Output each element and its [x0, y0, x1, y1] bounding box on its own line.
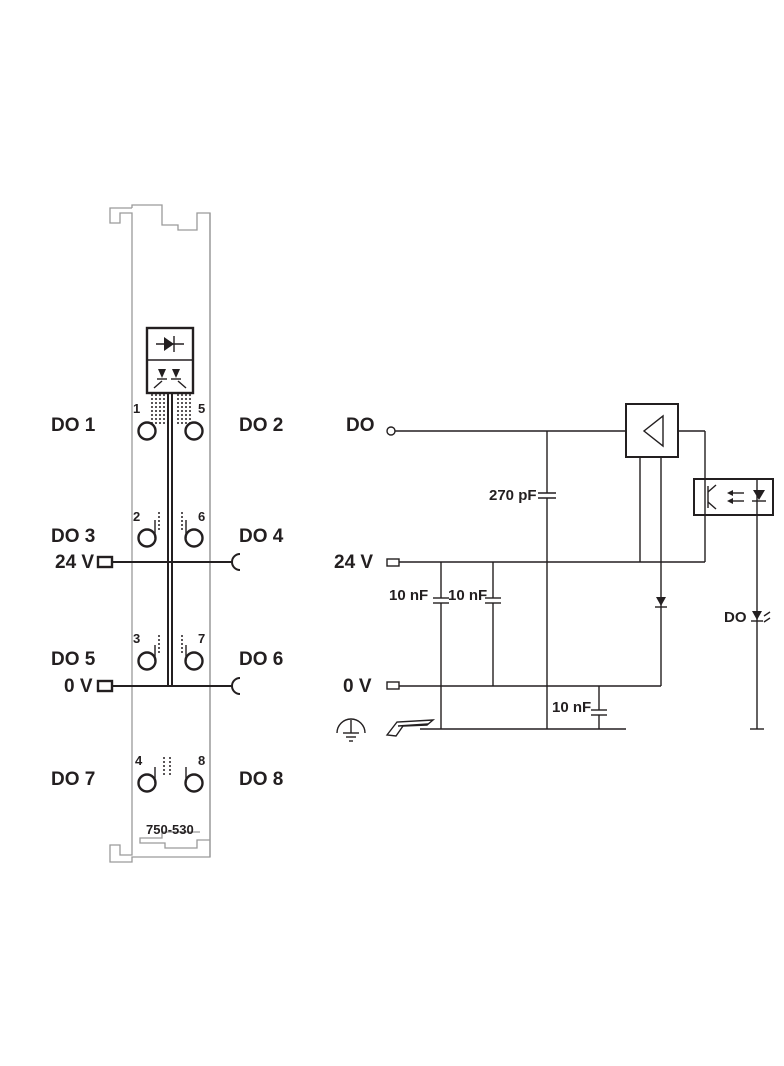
- terminal-number-3: 3: [133, 631, 140, 646]
- optocoupler-icon: [707, 484, 766, 510]
- supply-24v-terminal[interactable]: [96, 555, 114, 569]
- led-do-label: DO: [724, 609, 747, 626]
- channel-label-do3: DO 3: [51, 526, 95, 547]
- do-output-terminal[interactable]: [386, 426, 396, 436]
- module-24v-label: 24 V: [55, 552, 94, 573]
- circuit-do-label: DO: [346, 415, 375, 436]
- terminal-number-1: 1: [133, 401, 140, 416]
- circuit-24v-label: 24 V: [334, 552, 373, 573]
- module-housing: [109, 204, 211, 863]
- driver-block: [625, 403, 679, 458]
- terminal-number-8: 8: [198, 753, 205, 768]
- io-module: 1 5 2 6 3 7 4 8: [51, 204, 284, 863]
- terminal-number-4: 4: [135, 753, 143, 768]
- terminal-4[interactable]: [137, 773, 157, 793]
- circuit-0v-label: 0 V: [343, 676, 372, 697]
- terminal-8[interactable]: [184, 773, 204, 793]
- din-rail-icon: [385, 719, 436, 737]
- terminal-1[interactable]: [137, 421, 157, 441]
- diode-icon: [156, 336, 184, 352]
- terminal-number-6: 6: [198, 509, 205, 524]
- ground-icon: [336, 718, 366, 742]
- terminal-5[interactable]: [184, 421, 204, 441]
- channel-label-do7: DO 7: [51, 769, 95, 790]
- cap-270pf-label: 270 pF: [489, 487, 537, 504]
- channel-label-do5: DO 5: [51, 649, 96, 670]
- output-circuit: DO 270 pF 24 V 10 nF 10 nF 0 V: [334, 403, 774, 742]
- part-number: 750-530: [146, 822, 194, 837]
- led-ribbon: [151, 394, 191, 424]
- terminal-3[interactable]: [137, 651, 157, 671]
- channel-label-do8: DO 8: [239, 769, 283, 790]
- led-icon: [153, 369, 187, 389]
- channel-label-do2: DO 2: [239, 415, 283, 436]
- module-0v-label: 0 V: [64, 676, 93, 697]
- terminal-7[interactable]: [184, 651, 204, 671]
- optocoupler-box: [693, 478, 774, 516]
- terminal-6[interactable]: [184, 528, 204, 548]
- terminal-number-7: 7: [198, 631, 205, 646]
- cap-10nf-label-2: 10 nF: [448, 587, 487, 604]
- channel-label-do4: DO 4: [239, 526, 284, 547]
- channel-label-do1: DO 1: [51, 415, 96, 436]
- supply-0v-terminal[interactable]: [96, 679, 114, 693]
- cap-10nf-label-3: 10 nF: [552, 699, 591, 716]
- do-status-led-icon: [751, 611, 771, 623]
- cap-10nf-label-1: 10 nF: [389, 587, 428, 604]
- terminal-2[interactable]: [137, 528, 157, 548]
- protection-diode-icon: [655, 597, 667, 608]
- circuit-0v-terminal[interactable]: [386, 681, 400, 690]
- circuit-24v-terminal[interactable]: [386, 558, 400, 567]
- channel-label-do6: DO 6: [239, 649, 283, 670]
- terminal-number-2: 2: [133, 509, 140, 524]
- terminal-number-5: 5: [198, 401, 205, 416]
